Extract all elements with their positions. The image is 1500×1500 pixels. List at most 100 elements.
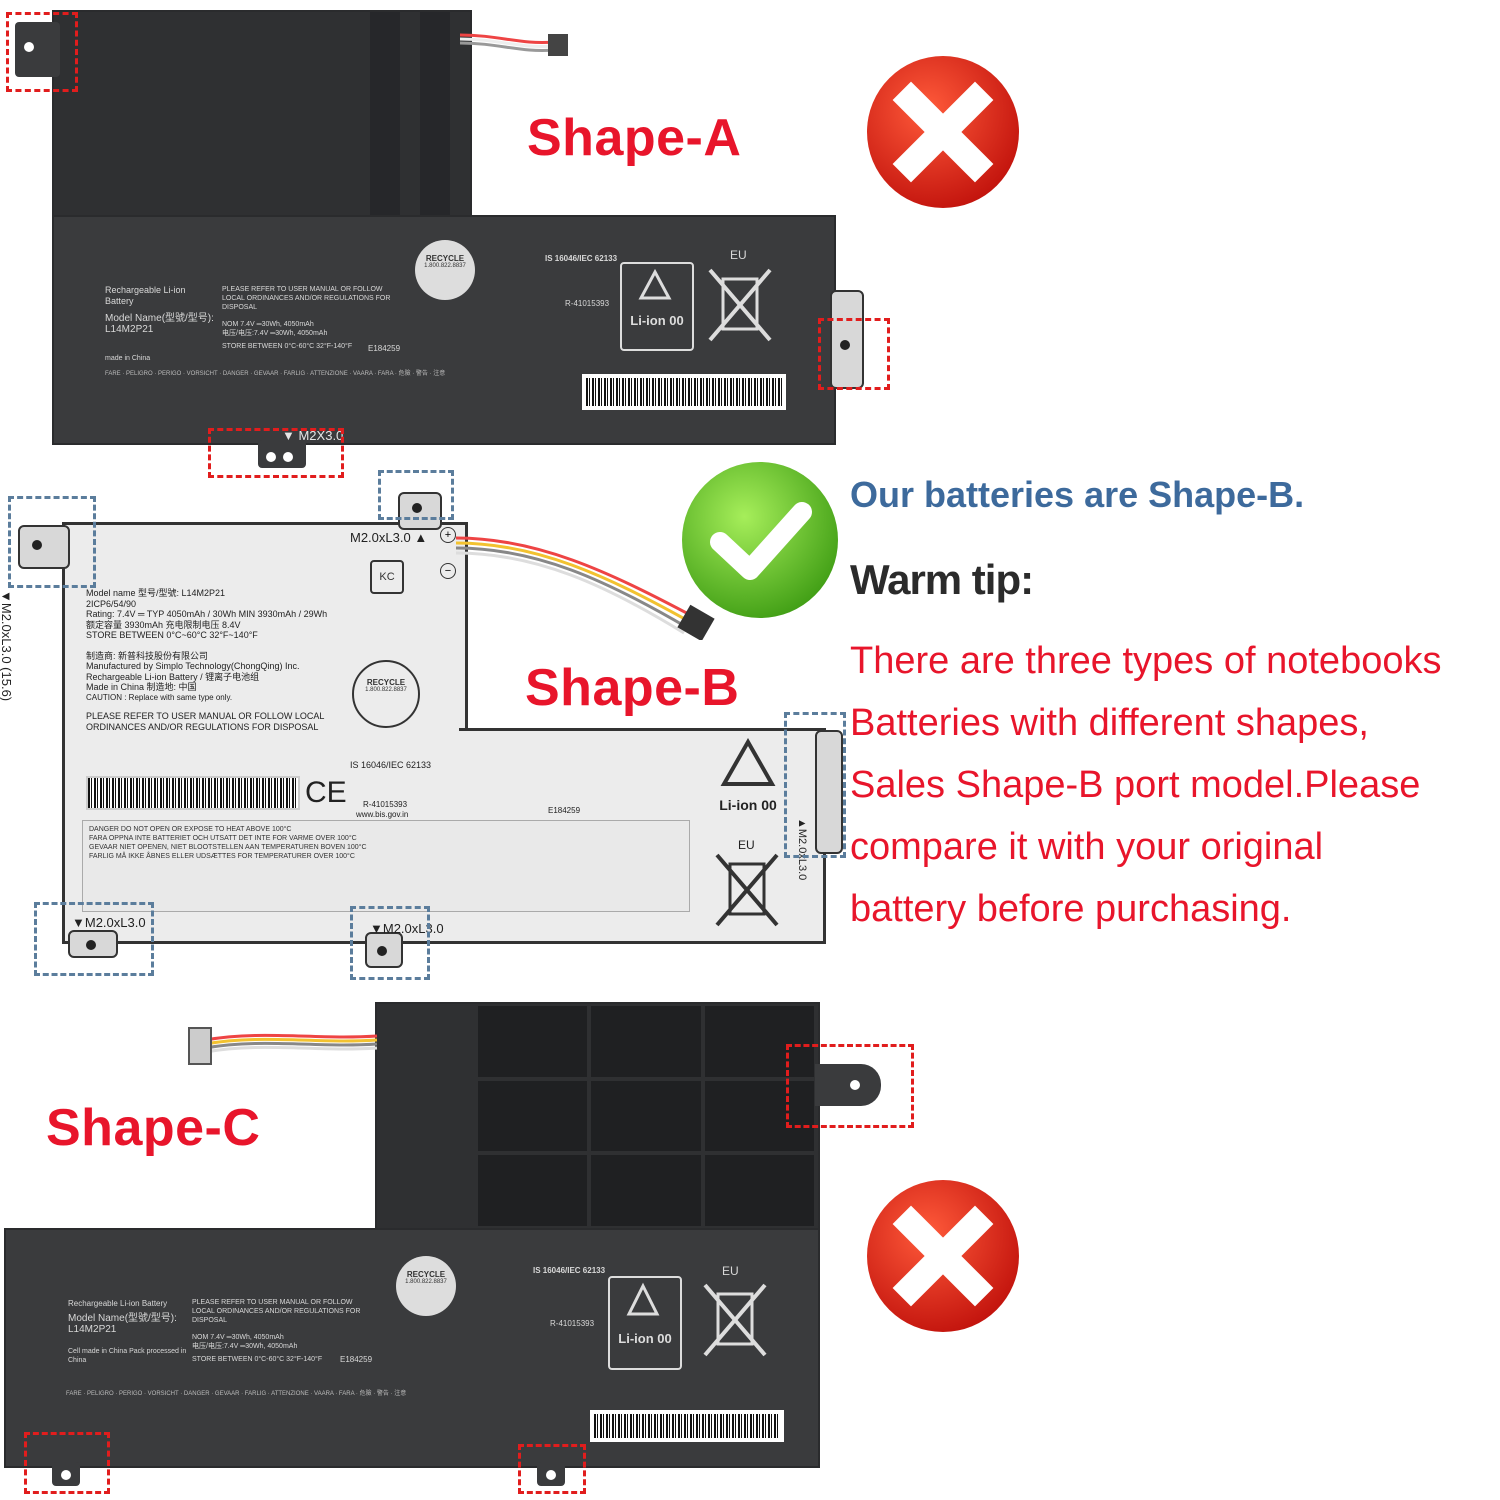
shape-b-marker-bottom-mid — [350, 906, 430, 980]
shape-c-cell — [478, 1155, 588, 1226]
shape-b-made: Made in China 制造地: 中国 — [86, 682, 197, 692]
shape-a-barcode — [582, 374, 786, 410]
shape-b-is-cert: IS 16046/IEC 62133 — [350, 760, 432, 770]
shape-b-e-code: E184259 — [548, 806, 581, 815]
shape-a-right-tab — [830, 290, 864, 389]
shape-c-cells — [478, 1006, 814, 1226]
shape-c-cell — [478, 1080, 588, 1152]
shape-a-cable — [460, 33, 568, 56]
shape-a-screw-hole — [840, 340, 850, 350]
shape-b-refer: PLEASE REFER TO USER MANUAL OR FOLLOW LO… — [86, 711, 325, 732]
shape-b-screw-hole — [32, 540, 42, 550]
shape-a-marker-right — [818, 318, 890, 390]
shape-b-mount-bottom-left: ▼M2.0xL3.0 — [72, 915, 146, 930]
shape-b-mount-left: ▼M2.0xL3.0 (15.6) — [0, 590, 14, 702]
shape-b-warn-fara: FARA OPPNA INTE BATTERIET OCH UTSATT DET… — [89, 835, 357, 842]
shape-a-screw-hole — [24, 42, 34, 52]
shape-a-r-code: R-41015393 — [565, 299, 610, 308]
shape-a-li-ion-box: Li-ion 00 — [620, 262, 694, 351]
shape-a-screw-hole — [283, 452, 293, 462]
shape-b-right-tab — [815, 730, 843, 854]
shape-b-mount-bottom-mid: ▼M2.0xL3.0 — [370, 921, 444, 936]
shape-a-recycle-badge: RECYCLE 1.800.822.8837 — [415, 240, 475, 300]
shape-b-bottom-mid-tab — [365, 932, 403, 968]
shape-b-caution: CAUTION : Replace with same type only. — [86, 692, 233, 702]
check-circle-icon — [682, 462, 838, 618]
shape-a-recycle: RECYCLE — [425, 254, 465, 263]
shape-a-rib — [370, 12, 400, 222]
shape-b-screw-hole — [377, 946, 387, 956]
shape-a-warnings: FARE · PELIGRO · PERIGO · VORSICHT · DAN… — [105, 371, 446, 377]
shape-a-screw-hole — [266, 452, 276, 462]
shape-c-cell — [704, 1155, 814, 1226]
shape-b-bis: www.bis.gov.in — [356, 810, 409, 819]
shape-c-nom: NOM 7.4V ═30Wh, 4050mAh — [192, 1334, 284, 1341]
shape-c-warnings: FARE · PELIGRO · PERIGO · VORSICHT · DAN… — [66, 1391, 407, 1397]
shape-b-marker-right — [784, 712, 846, 858]
shape-c-cell — [478, 1006, 588, 1077]
shape-a-refer: PLEASE REFER TO USER MANUAL OR FOLLOW LO… — [222, 286, 391, 311]
crossed-bin-icon — [708, 268, 772, 342]
shape-a-is-cert: IS 16046/IEC 62133 — [545, 254, 618, 263]
tips-line-4: compare it with your original — [850, 826, 1324, 868]
shape-b-warn-gevaar: GEVAAR NIET OPENEN, NIET BLOOTSTELLEN AA… — [89, 844, 367, 851]
shape-c-screw-hole — [850, 1080, 860, 1090]
shape-b-r-code: R-41015393 — [363, 800, 408, 809]
shape-a-label-mid: PLEASE REFER TO USER MANUAL OR FOLLOW LO… — [222, 285, 402, 351]
shape-b-maker: 制造商: 新普科技股份有限公司 — [86, 650, 209, 661]
shape-c-recycle-num: 1.800.822.8837 — [405, 1279, 447, 1285]
shape-c-li-ion: Li-ion 00 — [618, 1331, 672, 1346]
shape-b-rating: Rating: 7.4V ═ TYP 4050mAh / 30Wh MIN 39… — [86, 609, 328, 619]
shape-b-cable — [456, 536, 715, 640]
shape-c-barcode — [590, 1410, 784, 1442]
shape-a-model: L14M2P21 — [105, 324, 154, 335]
shape-b-barcode — [86, 776, 300, 810]
tips-warm-tip: Warm tip: — [850, 556, 1034, 603]
shape-b-li-ion: Li-ion 00 — [719, 797, 777, 813]
shape-b-screw-hole — [86, 940, 96, 950]
shape-c-voltage: 电压/电压:7.4V ═30Wh, 4050mAh — [192, 1343, 298, 1350]
shape-c-label-left: Rechargeable Li-ion Battery Model Name(型… — [68, 1298, 188, 1365]
recycle-icon — [638, 268, 672, 300]
shape-a-battery-top — [52, 10, 472, 225]
shape-b-screw-hole — [412, 503, 422, 513]
shape-a-label-left: Rechargeable Li-ion Battery Model Name(型… — [105, 285, 215, 364]
shape-c-cell — [591, 1080, 701, 1152]
shape-b-marker-left — [8, 496, 96, 588]
shape-c-e-code: E184259 — [340, 1355, 373, 1364]
shape-b-battery-cn: Rechargeable Li-ion Battery / 锂离子电池组 — [86, 671, 260, 682]
shape-b-store: STORE BETWEEN 0°C~60°C 32°F~140°F — [86, 630, 258, 640]
tips-body: There are three types of notebooks Batte… — [850, 630, 1500, 940]
plus-icon: + — [440, 527, 456, 543]
shape-c-title: Shape-C — [46, 1099, 261, 1157]
crossed-bin-icon — [715, 853, 779, 927]
shape-c-marker-right — [786, 1044, 914, 1128]
shape-a-recycle-num: 1.800.822.8837 — [424, 263, 466, 269]
shape-c-store: STORE BETWEEN 0°C-60°C 32°F-140°F — [192, 1356, 323, 1363]
shape-a-rib — [420, 12, 450, 222]
recycle-icon — [720, 737, 776, 786]
tips-line-1: There are three types of notebooks — [850, 640, 1442, 682]
shape-c-screw-hole — [61, 1470, 71, 1480]
shape-c-marker-bottom-right — [518, 1444, 586, 1494]
shape-b-capacity: 额定容量 3930mAh 充电限制电压 8.4V — [86, 619, 241, 630]
shape-b-marker-top — [378, 470, 454, 520]
shape-b-marker-bottom-left — [34, 902, 154, 976]
shape-c-right-tab — [815, 1064, 881, 1106]
shape-b-model: Model name 型号/型號: L14M2P21 — [86, 588, 226, 598]
shape-a-nom: NOM 7.4V ═30Wh, 4050mAh — [222, 321, 314, 328]
shape-c-model: L14M2P21 — [68, 1324, 117, 1335]
shape-b-warnings: DANGER DO NOT OPEN OR EXPOSE TO HEAT ABO… — [82, 820, 690, 912]
tips-headline: Our batteries are Shape-B. — [850, 474, 1305, 515]
shape-a-made-in: made in China — [105, 355, 151, 362]
shape-a-li-ion: Li-ion 00 — [630, 313, 684, 328]
shape-c-cell — [591, 1155, 701, 1226]
tips-line-2: Batteries with different shapes, — [850, 702, 1369, 744]
shape-c-cell — [704, 1080, 814, 1152]
shape-b-title: Shape-B — [525, 659, 740, 717]
shape-c-cable — [188, 1027, 378, 1065]
shape-c-recycle: RECYCLE — [406, 1270, 446, 1279]
shape-a-title: Shape-A — [527, 109, 742, 167]
shape-b-warn-danger: DANGER DO NOT OPEN OR EXPOSE TO HEAT ABO… — [89, 826, 292, 833]
shape-b-eu: EU — [738, 838, 755, 852]
